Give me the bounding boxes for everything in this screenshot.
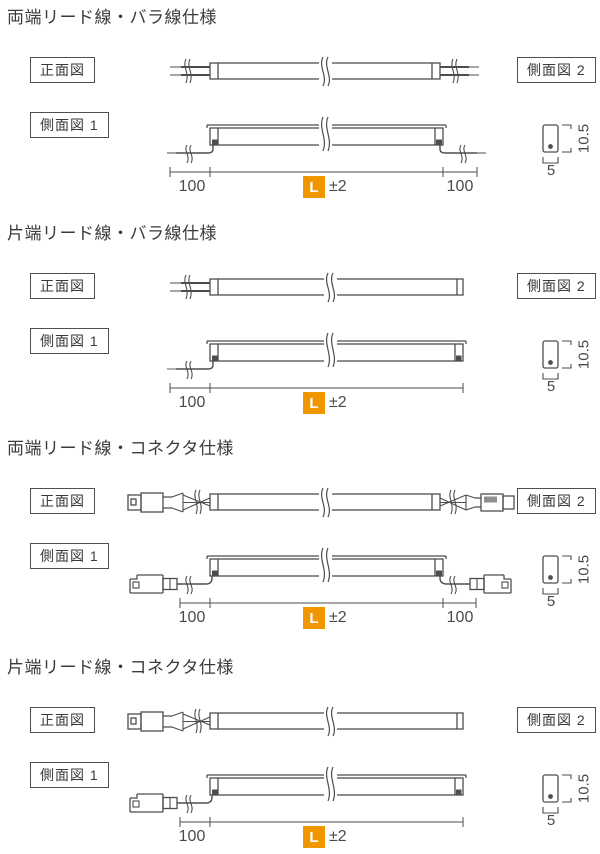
side-view-1-label: 側面図 1 bbox=[30, 112, 109, 138]
section-both-end-bare-wire: 両端リード線・バラ線仕様 正面図 側面図 2 側面図 1 bbox=[0, 0, 600, 216]
side-view-2-label: 側面図 2 bbox=[517, 273, 596, 299]
dim-section-height: 10.5 bbox=[575, 339, 593, 370]
dimension-line bbox=[179, 817, 464, 827]
dim-lead-right: 100 bbox=[446, 178, 474, 195]
side-view-1-label: 側面図 1 bbox=[30, 762, 109, 788]
side-view-drawing bbox=[129, 766, 467, 827]
side-view-1-label: 側面図 1 bbox=[30, 328, 109, 354]
front-view-drawing bbox=[127, 706, 464, 737]
section-title: 片端リード線・バラ線仕様 bbox=[7, 224, 217, 243]
dim-lead-left: 100 bbox=[178, 394, 206, 411]
dimension-line bbox=[169, 383, 464, 393]
dim-tolerance: ±2 bbox=[329, 178, 347, 195]
side-view-2-label: 側面図 2 bbox=[517, 488, 596, 514]
section-single-end-bare-wire: 片端リード線・バラ線仕様 正面図 側面図 2 側面図 1 bbox=[0, 216, 600, 432]
section-title: 両端リード線・バラ線仕様 bbox=[7, 8, 217, 27]
dim-section-width: 5 bbox=[546, 593, 556, 610]
front-view-label: 正面図 bbox=[30, 707, 95, 733]
dim-lead-right: 100 bbox=[446, 609, 474, 626]
dim-tolerance: ±2 bbox=[329, 394, 347, 411]
dim-tolerance: ±2 bbox=[329, 828, 347, 845]
dim-length-highlight: L bbox=[303, 176, 325, 198]
dim-lead-left: 100 bbox=[178, 828, 206, 845]
dimension-line bbox=[169, 167, 478, 177]
dim-length-highlight: L bbox=[303, 826, 325, 848]
dim-section-width: 5 bbox=[546, 378, 556, 395]
cross-section-drawing bbox=[542, 774, 572, 814]
dim-section-height: 10.5 bbox=[575, 123, 593, 154]
dim-section-width: 5 bbox=[546, 162, 556, 179]
dimension-line bbox=[179, 598, 477, 608]
section-title: 両端リード線・コネクタ仕様 bbox=[7, 439, 234, 458]
front-view-label: 正面図 bbox=[30, 273, 95, 299]
cross-section-drawing bbox=[542, 555, 572, 595]
side-view-drawing bbox=[167, 332, 467, 393]
front-view-label: 正面図 bbox=[30, 488, 95, 514]
dim-lead-left: 100 bbox=[178, 609, 206, 626]
cross-section-drawing bbox=[542, 124, 572, 164]
side-view-1-label: 側面図 1 bbox=[30, 543, 109, 569]
dim-section-width: 5 bbox=[546, 812, 556, 829]
front-view-drawing bbox=[170, 56, 479, 87]
side-view-2-label: 側面図 2 bbox=[517, 707, 596, 733]
side-view-drawing bbox=[129, 547, 512, 608]
section-title: 片端リード線・コネクタ仕様 bbox=[7, 658, 234, 677]
dim-length-highlight: L bbox=[303, 607, 325, 629]
section-single-end-connector: 片端リード線・コネクタ仕様 正面図 側面図 2 側面図 1 bbox=[0, 650, 600, 854]
dim-length-highlight: L bbox=[303, 392, 325, 414]
dim-lead-left: 100 bbox=[178, 178, 206, 195]
side-view-2-label: 側面図 2 bbox=[517, 57, 596, 83]
front-view-label: 正面図 bbox=[30, 57, 95, 83]
section-both-end-connector: 両端リード線・コネクタ仕様 正面図 側面図 2 側面図 1 bbox=[0, 431, 600, 647]
cross-section-drawing bbox=[542, 340, 572, 380]
dim-section-height: 10.5 bbox=[575, 554, 593, 585]
dim-section-height: 10.5 bbox=[575, 773, 593, 804]
dim-tolerance: ±2 bbox=[329, 609, 347, 626]
front-view-drawing bbox=[127, 487, 515, 518]
front-view-drawing bbox=[170, 272, 464, 303]
side-view-drawing bbox=[167, 116, 486, 177]
